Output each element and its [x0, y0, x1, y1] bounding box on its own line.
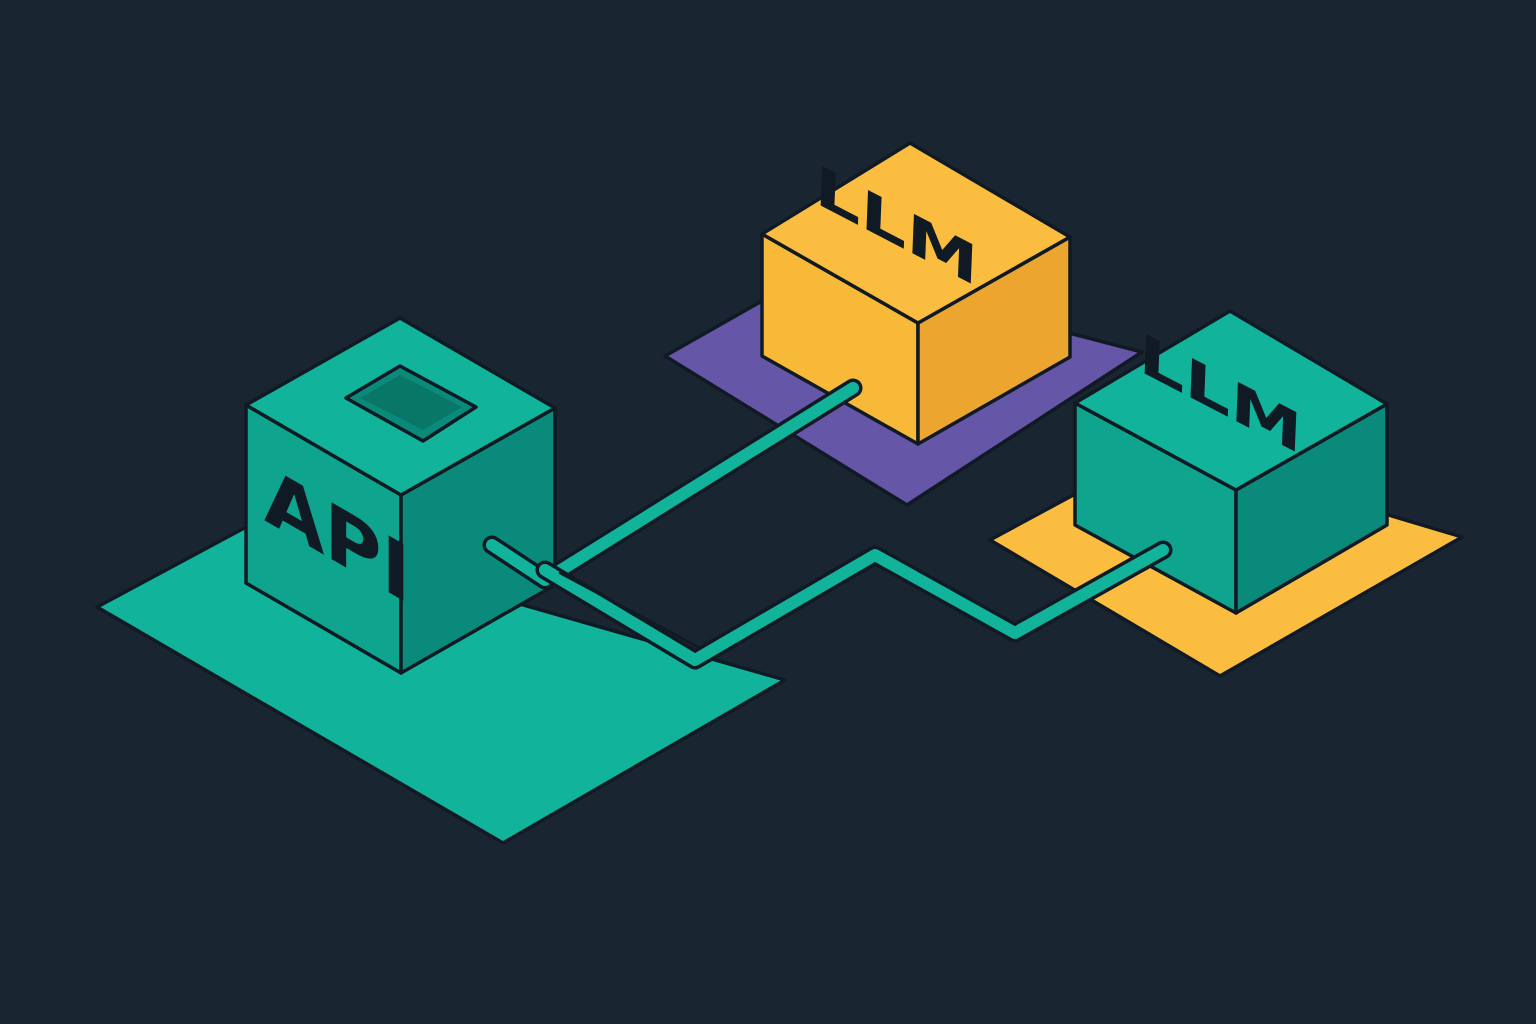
slot-icon [344, 364, 478, 443]
connector-junction [558, 571, 714, 650]
llm-2-cube-top-face [1073, 309, 1389, 492]
api-node[interactable]: API [95, 316, 787, 845]
llm-1-cube-top-face [760, 141, 1072, 325]
api-platform [95, 524, 787, 845]
connector-api-to-llm-2 [535, 540, 1173, 670]
llm-node-2[interactable]: LLM [988, 309, 1464, 678]
llm-node-1[interactable]: LLM [663, 141, 1144, 507]
